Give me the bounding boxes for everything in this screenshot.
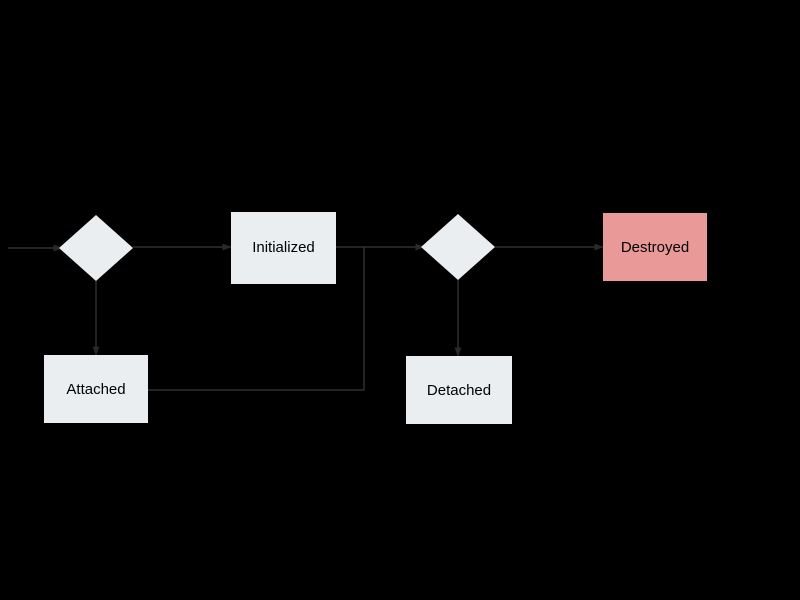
node-destroyed[interactable]: Destroyed [603, 213, 707, 281]
initialized-label: Initialized [252, 239, 315, 256]
detached-label: Detached [427, 382, 491, 399]
node-initialized[interactable]: Initialized [231, 212, 336, 284]
decision-2-diamond[interactable] [421, 214, 495, 280]
node-attached[interactable]: Attached [44, 355, 148, 423]
initialized-box[interactable] [231, 212, 336, 284]
attached-label: Attached [66, 381, 125, 398]
node-decision-2[interactable] [421, 214, 495, 280]
destroyed-label: Destroyed [621, 239, 689, 256]
nodes-layer: Initialized Attached Detached Destroyed [44, 212, 707, 424]
node-decision-1[interactable] [59, 215, 133, 281]
node-detached[interactable]: Detached [406, 356, 512, 424]
decision-1-diamond[interactable] [59, 215, 133, 281]
detached-box[interactable] [406, 356, 512, 424]
edge-attached-to-initialized-loop[interactable] [148, 247, 365, 391]
attached-box[interactable] [44, 355, 148, 423]
edges-layer [8, 243, 604, 391]
destroyed-box[interactable] [603, 213, 707, 281]
